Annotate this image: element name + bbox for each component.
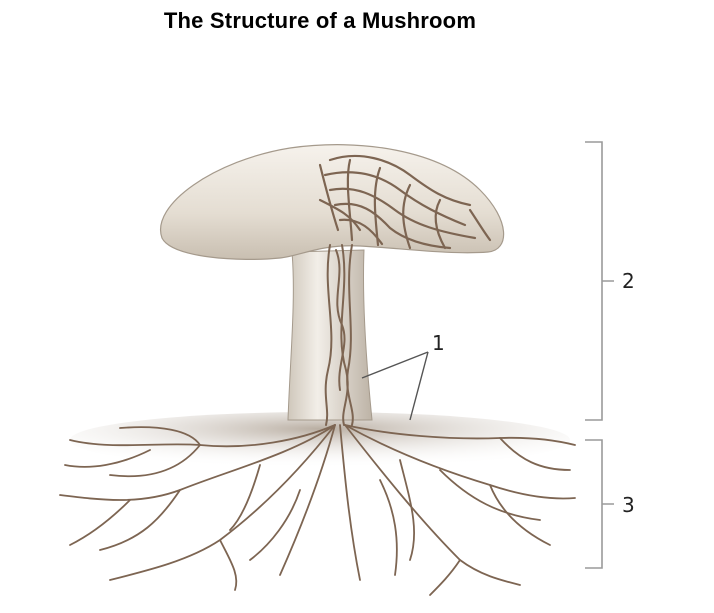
cap-hyphae [318, 154, 492, 250]
stem-hyphae [324, 244, 354, 426]
bracket-2 [585, 141, 614, 421]
label-1: 1 [432, 331, 445, 355]
mycelium-network [59, 424, 576, 596]
mushroom-cap [159, 144, 505, 260]
mushroom-stem [287, 249, 373, 421]
diagram-title: The Structure of a Mushroom [163, 8, 477, 33]
soil-shading [70, 412, 570, 468]
label-3: 3 [622, 493, 635, 517]
label-2: 2 [622, 269, 635, 293]
label-1-pointers [361, 351, 429, 421]
bracket-3 [585, 439, 614, 569]
